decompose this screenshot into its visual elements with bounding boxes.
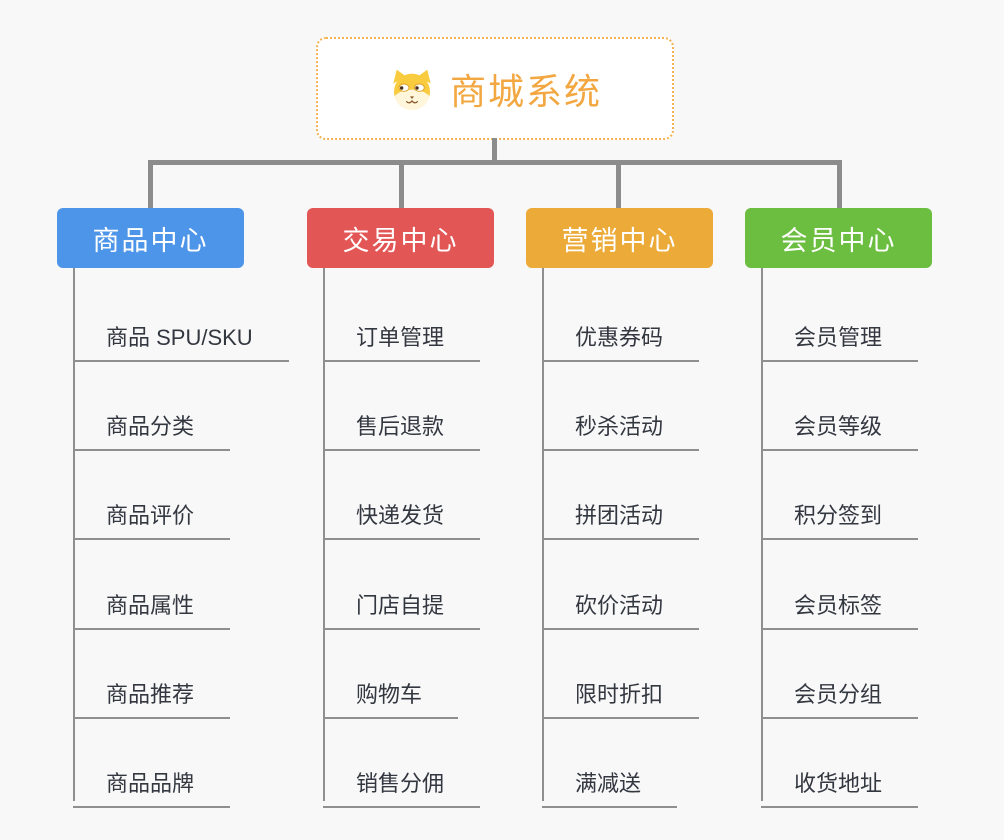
leaf-node[interactable]: 售后退款 bbox=[323, 397, 481, 451]
leaf-node[interactable]: 商品分类 bbox=[73, 397, 231, 451]
leaf-label: 秒杀活动 bbox=[575, 414, 664, 439]
branch-column-trade: 交易中心 订单管理 售后退款 快递发货 门店自提 购物车 销售分佣 bbox=[307, 208, 572, 840]
leaf-label: 收货地址 bbox=[794, 771, 883, 796]
leaf-label: 商品属性 bbox=[106, 593, 195, 618]
leaf-label: 商品推荐 bbox=[106, 682, 195, 707]
root-connector-line bbox=[492, 138, 497, 162]
branch-label: 商品中心 bbox=[92, 225, 209, 256]
leaf-node[interactable]: 订单管理 bbox=[323, 308, 481, 362]
root-node-title: 商城系统 bbox=[449, 70, 602, 112]
branch-column-product: 商品中心 商品 SPU/SKU 商品分类 商品评价 商品属性 商品推荐 商品品牌 bbox=[57, 208, 322, 840]
leaf-label: 商品评价 bbox=[106, 503, 195, 528]
leaf-node[interactable]: 优惠券码 bbox=[542, 308, 700, 362]
leaf-label: 优惠券码 bbox=[575, 325, 664, 350]
branch-drop-line bbox=[399, 160, 404, 208]
leaf-node[interactable]: 积分签到 bbox=[761, 486, 919, 540]
leaf-node[interactable]: 拼团活动 bbox=[542, 486, 700, 540]
leaf-label: 销售分佣 bbox=[356, 771, 445, 796]
branch-column-member: 会员中心 会员管理 会员等级 积分签到 会员标签 会员分组 收货地址 bbox=[745, 208, 1004, 840]
branch-node-trade-center[interactable]: 交易中心 bbox=[307, 208, 494, 268]
leaf-label: 商品 SPU/SKU bbox=[106, 325, 253, 350]
branch-node-marketing-center[interactable]: 营销中心 bbox=[526, 208, 713, 268]
leaf-label: 会员标签 bbox=[794, 593, 883, 618]
leaf-label: 会员分组 bbox=[794, 682, 883, 707]
branch-drop-line bbox=[616, 160, 621, 208]
leaf-node[interactable]: 商品推荐 bbox=[73, 665, 231, 719]
leaf-label: 满减送 bbox=[575, 771, 642, 796]
leaf-node[interactable]: 砍价活动 bbox=[542, 576, 700, 630]
shiba-dog-mascot-icon bbox=[393, 69, 431, 110]
leaf-label: 会员等级 bbox=[794, 414, 883, 439]
leaf-label: 售后退款 bbox=[356, 414, 445, 439]
branch-trunk-line bbox=[761, 268, 763, 801]
branch-drop-line bbox=[148, 160, 153, 208]
root-node-mall-system[interactable]: 商城系统 bbox=[316, 37, 674, 140]
leaf-node[interactable]: 满减送 bbox=[542, 754, 678, 808]
branch-trunk-line bbox=[73, 268, 75, 801]
leaf-node[interactable]: 商品评价 bbox=[73, 486, 231, 540]
branch-trunk-line bbox=[323, 268, 325, 801]
leaf-node[interactable]: 会员标签 bbox=[761, 576, 919, 630]
leaf-node[interactable]: 收货地址 bbox=[761, 754, 919, 808]
leaf-label: 订单管理 bbox=[356, 325, 445, 350]
leaf-node[interactable]: 购物车 bbox=[323, 665, 459, 719]
branch-trunk-line bbox=[542, 268, 544, 801]
leaf-label: 积分签到 bbox=[794, 503, 883, 528]
leaf-label: 会员管理 bbox=[794, 325, 883, 350]
branch-drop-line bbox=[837, 160, 842, 208]
leaf-node[interactable]: 限时折扣 bbox=[542, 665, 700, 719]
branch-label: 交易中心 bbox=[342, 225, 459, 256]
branch-node-member-center[interactable]: 会员中心 bbox=[745, 208, 932, 268]
branch-label: 营销中心 bbox=[561, 225, 678, 256]
leaf-label: 门店自提 bbox=[356, 593, 445, 618]
leaf-label: 拼团活动 bbox=[575, 503, 664, 528]
leaf-node[interactable]: 秒杀活动 bbox=[542, 397, 700, 451]
leaf-label: 砍价活动 bbox=[575, 593, 664, 618]
leaf-node[interactable]: 快递发货 bbox=[323, 486, 481, 540]
leaf-label: 购物车 bbox=[356, 682, 423, 707]
leaf-label: 快递发货 bbox=[356, 503, 445, 528]
leaf-node[interactable]: 商品品牌 bbox=[73, 754, 231, 808]
branch-column-marketing: 营销中心 优惠券码 秒杀活动 拼团活动 砍价活动 限时折扣 满减送 bbox=[526, 208, 791, 840]
leaf-node[interactable]: 会员管理 bbox=[761, 308, 919, 362]
leaf-label: 商品分类 bbox=[106, 414, 195, 439]
horizontal-connector-line bbox=[148, 160, 842, 165]
leaf-node[interactable]: 会员等级 bbox=[761, 397, 919, 451]
leaf-node[interactable]: 会员分组 bbox=[761, 665, 919, 719]
leaf-label: 商品品牌 bbox=[106, 771, 195, 796]
branch-node-product-center[interactable]: 商品中心 bbox=[57, 208, 244, 268]
leaf-node[interactable]: 门店自提 bbox=[323, 576, 481, 630]
leaf-node[interactable]: 销售分佣 bbox=[323, 754, 481, 808]
leaf-node[interactable]: 商品 SPU/SKU bbox=[73, 308, 289, 362]
branch-label: 会员中心 bbox=[780, 225, 897, 256]
leaf-node[interactable]: 商品属性 bbox=[73, 576, 231, 630]
leaf-label: 限时折扣 bbox=[575, 682, 664, 707]
